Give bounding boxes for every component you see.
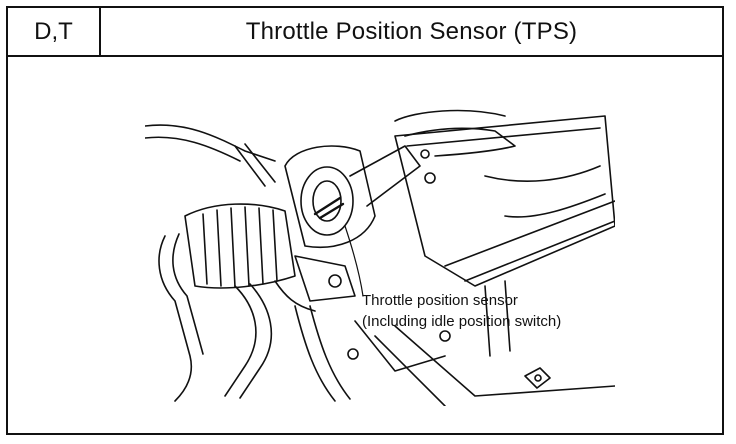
section-code: D,T [8,8,101,55]
throttle-body-drawing [284,145,421,302]
page-title: Throttle Position Sensor (TPS) [245,17,578,45]
intake-manifold-drawing [394,115,615,287]
callout-line-1: Throttle position sensor [362,292,518,309]
sensor-callout: Throttle position sensor (Including idle… [362,290,561,332]
intake-hose-drawing [158,203,296,402]
engine-block-drawing [347,280,615,406]
callout-line-2: (Including idle position switch) [362,313,562,330]
header-row: D,T Throttle Position Sensor (TPS) [8,8,722,57]
document-frame: D,T Throttle Position Sensor (TPS) [6,6,724,435]
hoses-drawing [145,109,516,402]
callout-leader-line [344,225,364,297]
engine-illustration [145,109,615,406]
